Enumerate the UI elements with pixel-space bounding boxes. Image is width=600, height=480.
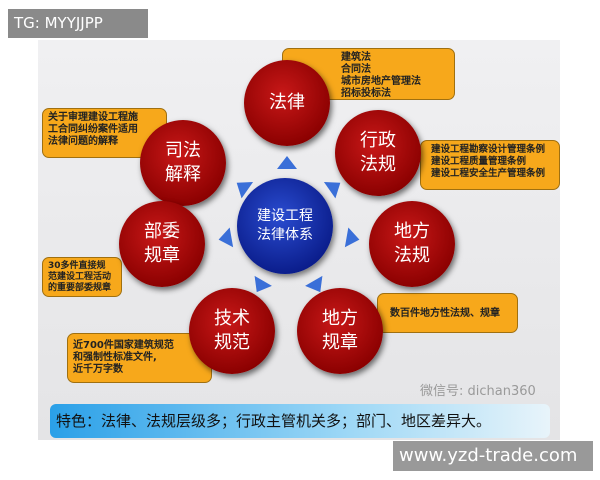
node-law: 法律: [244, 60, 330, 146]
note-local-regulation: 数百件地方性法规、规章: [377, 293, 518, 333]
node-local-regulation: 地方 法规: [369, 201, 455, 287]
node-tech-standard: 技术 规范: [189, 288, 275, 374]
center-node: 建设工程 法律体系: [237, 178, 333, 274]
node-local-rules: 地方 规章: [297, 288, 383, 374]
node-ministry-rules: 部委 规章: [119, 201, 205, 287]
tag-label: TG: MYYJJPP: [8, 9, 148, 38]
node-admin-regulation: 行政 法规: [335, 110, 421, 196]
arrow-up-icon: [277, 156, 297, 169]
node-judicial-interpretation: 司法 解释: [140, 120, 226, 206]
footer-bar: 特色：法律、法规层级多；行政主管机关多；部门、地区差异大。: [50, 404, 550, 438]
site-watermark: www.yzd-trade.com: [393, 441, 593, 471]
wechat-watermark: 微信号: dichan360: [420, 384, 536, 399]
note-admin: 建设工程勘察设计管理条例 建设工程质量管理条例 建设工程安全生产管理条例: [420, 140, 560, 190]
note-ministry: 30多件直接规 范建设工程活动 的重要部委规章: [42, 257, 122, 297]
